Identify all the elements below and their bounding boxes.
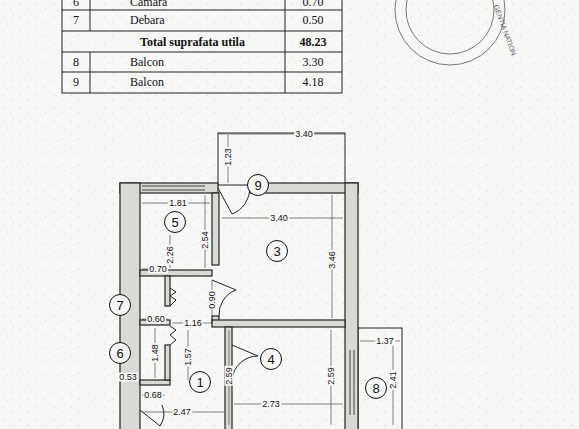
dimension-label: 2.54: [201, 230, 210, 250]
door-swings: [140, 188, 258, 426]
room-number-circle: 3: [266, 240, 288, 262]
dimension-label: 0.70: [148, 265, 168, 274]
dimension-label: 2.59: [327, 366, 336, 386]
dimension-label: 0.90: [208, 290, 217, 310]
room-number-circle: 5: [164, 211, 186, 233]
dimension-label: 2.47: [172, 408, 192, 417]
table-cell: 9: [73, 76, 79, 88]
room-number-circle: 8: [365, 377, 387, 399]
room-number: 4: [267, 353, 274, 366]
table-cell: 7: [73, 14, 79, 26]
table-cell: Balcon: [130, 56, 164, 68]
walls: [120, 183, 358, 429]
table-cell: 48.23: [300, 36, 327, 48]
dimension-label: 2.73: [261, 400, 281, 409]
dimension-label: 0.60: [146, 315, 166, 324]
dimension-label: 1.81: [168, 199, 188, 208]
balcony-outline: [218, 133, 345, 185]
room-number: 3: [273, 245, 280, 258]
room-number: 9: [254, 179, 261, 192]
table-cell: 3.30: [303, 56, 324, 68]
room-number-circle: 9: [247, 174, 269, 196]
table-cell: 0.70: [303, 0, 324, 8]
table-cell: 6: [73, 0, 79, 8]
table-cell: 0.50: [303, 14, 324, 26]
room-number: 8: [372, 382, 379, 395]
dimension-label: 2.41: [389, 370, 398, 390]
dimension-lines: [142, 134, 400, 425]
table-cell: Total suprafata utila: [140, 36, 245, 48]
room-number-circle: 6: [109, 342, 131, 364]
dimension-label: 2.26: [166, 245, 175, 265]
dimension-label: 0.53: [118, 373, 138, 382]
table-cell: Debara: [130, 14, 165, 26]
room-number-circle: 1: [189, 371, 211, 393]
dimension-label: 3.40: [269, 214, 289, 223]
room-number-circle: 7: [109, 294, 131, 316]
table-cell: Balcon: [130, 76, 164, 88]
room-number-circle: 4: [260, 348, 282, 370]
dimension-label: 1.48: [151, 343, 160, 363]
room-number: 6: [116, 347, 123, 360]
dimension-label: 3.46: [328, 250, 337, 270]
table-cell: 8: [73, 56, 79, 68]
dimension-label: 2.59: [225, 366, 234, 386]
balcony-outline: [358, 328, 402, 429]
dimension-label: 1.16: [183, 319, 203, 328]
room-number: 5: [171, 216, 178, 229]
dimension-label: 0.68: [143, 391, 163, 400]
room-number: 7: [116, 299, 123, 312]
dimension-label: 1.23: [224, 147, 233, 167]
stamp: [395, 0, 505, 65]
dimension-label: 3.40: [294, 130, 314, 139]
room-number: 1: [196, 376, 203, 389]
table-cell: 4.18: [303, 76, 324, 88]
dimension-label: 1.57: [184, 347, 193, 367]
area-table: [62, 0, 342, 93]
windows: [142, 186, 354, 415]
dimension-label: 1.37: [375, 337, 395, 346]
table-cell: Camara: [130, 0, 167, 8]
